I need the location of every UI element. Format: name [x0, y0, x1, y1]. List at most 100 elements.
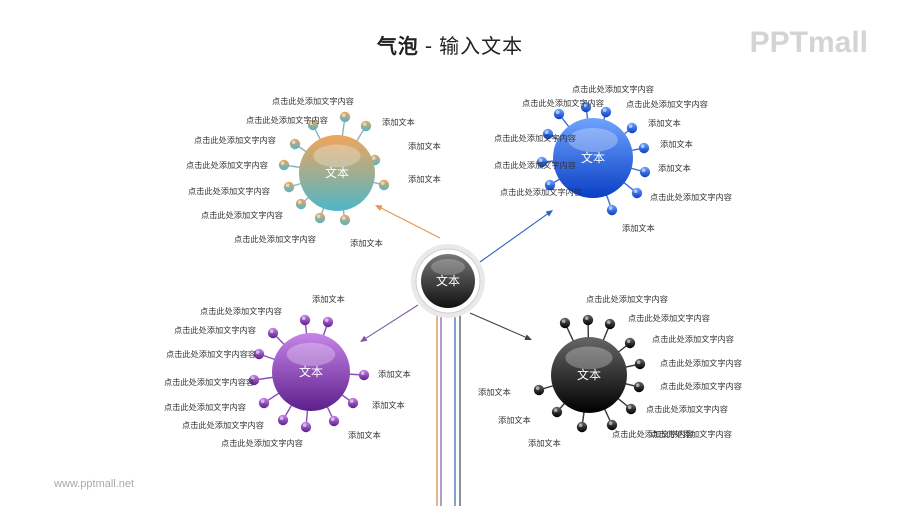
connector-arrows [360, 205, 553, 342]
satellite-label[interactable]: 点击此处添加文字内容 [586, 294, 668, 304]
satellite-label[interactable]: 点击此处添加文字内容 [626, 99, 708, 109]
bubble-purple: 文本点击此处添加文字内容点击此处添加文字内容点击此处添加文字内容容点击此处添加文… [164, 294, 411, 448]
satellite-node [322, 316, 334, 328]
satellite-gloss [279, 416, 284, 421]
satellite-label[interactable]: 点击此处添加文字内容 [650, 429, 732, 439]
satellite-label[interactable]: 点击此处添加文字内容 [660, 358, 742, 368]
bubble-core [553, 118, 633, 198]
satellite-label[interactable]: 添加文本 [478, 387, 511, 397]
satellite-gloss [602, 108, 607, 112]
satellite-gloss [627, 405, 632, 410]
connector-line [479, 212, 550, 263]
satellite-gloss [255, 350, 260, 355]
satellite-label[interactable]: 点击此处添加文字内容 [572, 84, 654, 94]
satellite-node [339, 111, 351, 123]
satellite-label[interactable]: 点击此处添加文字内容 [272, 96, 354, 106]
satellite-label[interactable]: 点击此处添加文字内容 [500, 187, 582, 197]
satellite-gloss [250, 376, 255, 381]
bubble-label: 文本 [577, 367, 601, 382]
satellite-gloss [316, 214, 321, 218]
satellite-label[interactable]: 点击此处添加文字内容 [612, 429, 694, 439]
satellite-label[interactable]: 点击此处添加文字内容 [652, 334, 734, 344]
satellite-label[interactable]: 点击此处添加文字内容 [650, 192, 732, 202]
page-title: 气泡-输入文本 [0, 30, 900, 59]
satellite-label[interactable]: 点击此处添加文字内容 [246, 115, 328, 125]
satellite-node [300, 421, 312, 433]
satellite-label[interactable]: 添加文本 [528, 438, 561, 448]
satellite-gloss [301, 316, 306, 321]
connector-line [469, 312, 528, 339]
satellite-label[interactable]: 点击此处添加文字内容容 [166, 349, 256, 359]
satellite-label[interactable]: 点击此处添加文字内容 [522, 98, 604, 108]
bubble-label: 文本 [299, 364, 323, 379]
bubble-core [551, 337, 627, 413]
satellite-label[interactable]: 点击此处添加文字内容 [200, 306, 282, 316]
satellite-label[interactable]: 点击此处添加文字内容容 [164, 377, 254, 387]
satellite-gloss [330, 417, 335, 422]
satellite-gloss [584, 316, 589, 321]
satellite-label[interactable]: 添加文本 [382, 117, 415, 127]
satellite-label[interactable]: 点击此处添加文字内容 [182, 420, 264, 430]
satellite-label[interactable]: 添加文本 [660, 139, 693, 149]
satellite-gloss [324, 318, 329, 323]
satellite-label[interactable]: 点击此处添加文字内容 [660, 381, 742, 391]
satellite-label[interactable]: 点击此处添加文字内容 [494, 133, 576, 143]
satellite-label[interactable]: 点击此处添加文字内容 [646, 404, 728, 414]
satellite-gloss [371, 156, 376, 160]
satellite-label[interactable]: 添加文本 [408, 141, 441, 151]
center-gloss [431, 259, 465, 275]
satellite-label[interactable]: 点击此处添加文字内容 [221, 438, 303, 448]
satellite-node [559, 317, 571, 329]
bubble-label: 文本 [325, 165, 349, 180]
bubble-black: 文本点击此处添加文字内容点击此处添加文字内容点击此处添加文字内容点击此处添加文字… [478, 294, 742, 448]
satellite-node [314, 212, 326, 224]
satellite-label[interactable]: 点击此处添加文字内容 [628, 313, 710, 323]
bubble-label: 文本 [581, 150, 605, 165]
satellite-label[interactable]: 点击此处添加文字内容 [188, 186, 270, 196]
satellite-node [551, 406, 563, 418]
satellite-gloss [606, 320, 611, 325]
center-label: 文本 [436, 273, 460, 288]
satellite-label[interactable]: 点击此处添加文字内容 [174, 325, 256, 335]
satellite-label[interactable]: 添加文本 [648, 118, 681, 128]
satellite-label[interactable]: 点击此处添加文字内容 [194, 135, 276, 145]
satellite-label[interactable]: 添加文本 [658, 163, 691, 173]
satellite-gloss [626, 339, 631, 344]
satellite-label[interactable]: 添加文本 [312, 294, 345, 304]
satellite-gloss [269, 329, 274, 334]
satellite-label[interactable]: 点击此处添加文字内容 [234, 234, 316, 244]
satellite-label[interactable]: 添加文本 [408, 174, 441, 184]
satellite-node [258, 397, 270, 409]
satellite-label[interactable]: 添加文本 [350, 238, 383, 248]
satellite-gloss [544, 130, 549, 134]
satellite-label[interactable]: 添加文本 [622, 223, 655, 233]
satellite-label[interactable]: 添加文本 [348, 430, 381, 440]
satellite-gloss [546, 181, 551, 185]
satellite-gloss [302, 423, 307, 428]
satellite-gloss [285, 183, 290, 187]
satellite-label[interactable]: 添加文本 [378, 369, 411, 379]
satellite-node [631, 187, 643, 199]
arrowhead [360, 335, 368, 342]
satellite-label[interactable]: 点击此处添加文字内容 [494, 160, 576, 170]
satellite-gloss [309, 121, 314, 125]
bubble-core [272, 333, 350, 411]
satellite-label[interactable]: 点击此处添加文字内容 [186, 160, 268, 170]
satellite-label[interactable]: 添加文本 [498, 415, 531, 425]
satellite-gloss [553, 408, 558, 413]
bubble-gloss [568, 128, 618, 152]
satellite-node [633, 381, 645, 393]
satellite-gloss [641, 168, 646, 172]
satellite-node [634, 358, 646, 370]
satellite-node [625, 403, 637, 415]
satellite-label[interactable]: 添加文本 [372, 400, 405, 410]
satellite-node [339, 214, 351, 226]
satellite-node [606, 204, 618, 216]
satellite-gloss [608, 421, 613, 426]
satellite-label[interactable]: 点击此处添加文字内容 [164, 402, 246, 412]
satellite-label[interactable]: 点击此处添加文字内容 [201, 210, 283, 220]
connector-line [379, 206, 441, 239]
satellite-node [360, 120, 372, 132]
satellite-gloss [349, 399, 354, 404]
